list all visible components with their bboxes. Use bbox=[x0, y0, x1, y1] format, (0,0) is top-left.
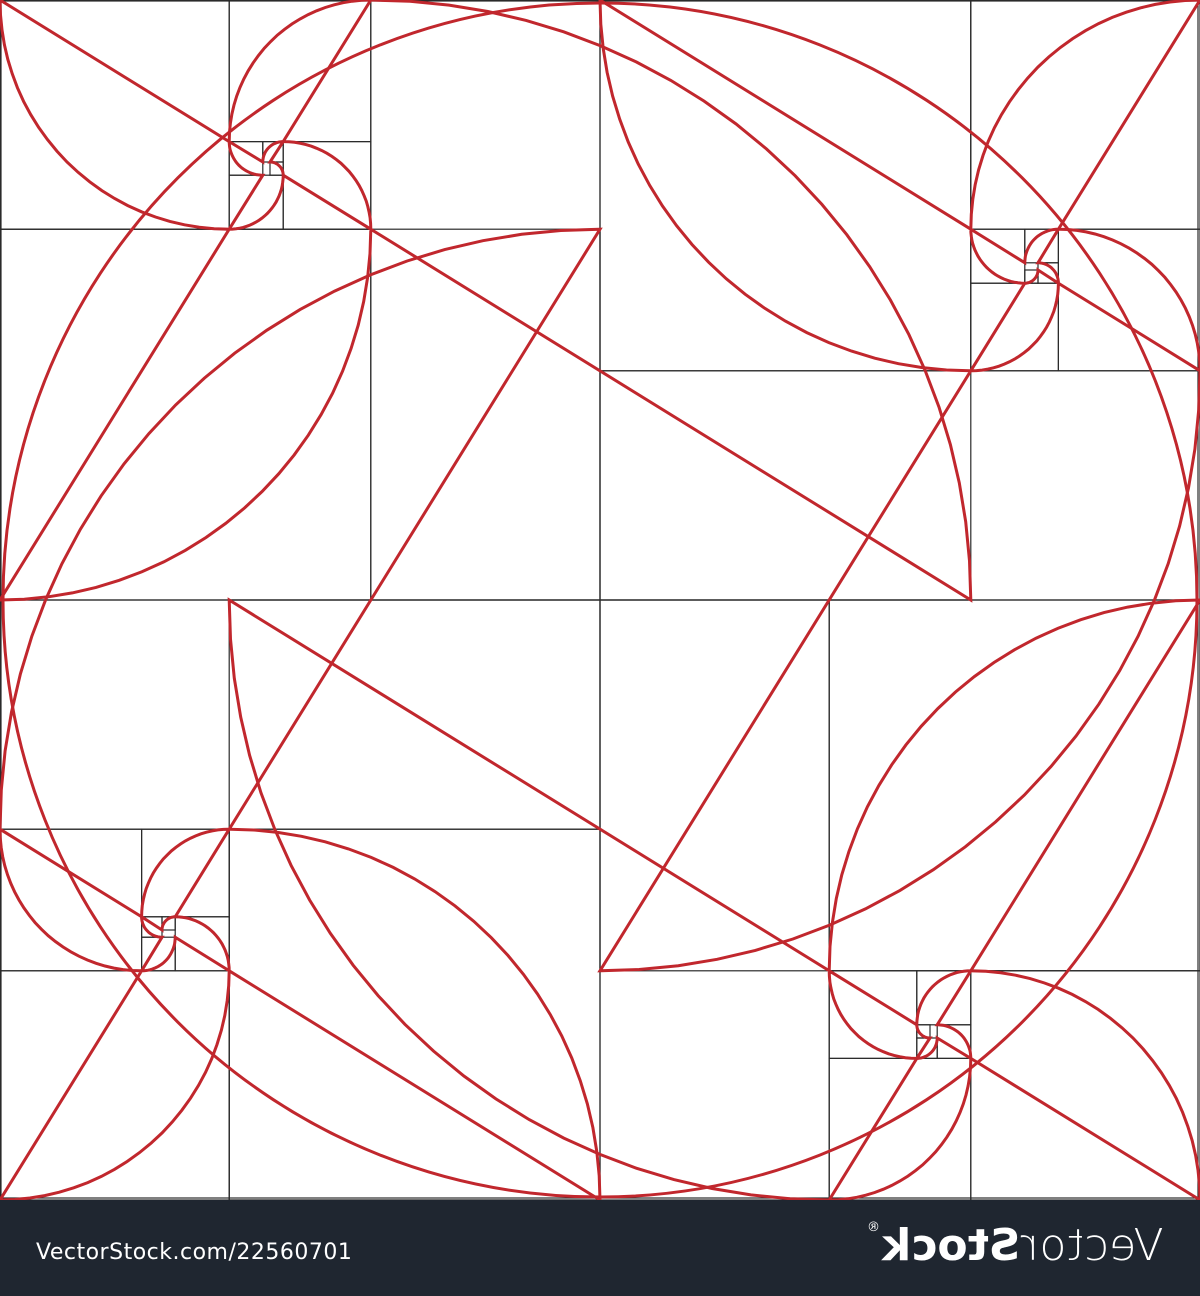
golden-spiral-4 bbox=[227, 597, 1200, 1200]
logo-text-bold: Stock bbox=[882, 1220, 1021, 1271]
golden-ratio-diagram bbox=[0, 0, 1200, 1200]
outer-circle bbox=[1, 1, 1199, 1199]
source-url: VectorStock.com/22560701 bbox=[36, 1240, 353, 1265]
golden-square bbox=[1024, 269, 1039, 284]
golden-square bbox=[228, 828, 601, 1200]
golden-square bbox=[228, 0, 372, 143]
golden-square bbox=[1057, 228, 1200, 372]
golden-square bbox=[828, 1057, 972, 1200]
golden-square bbox=[599, 0, 972, 372]
golden-square bbox=[970, 0, 1200, 230]
golden-square bbox=[0, 0, 230, 230]
golden-square bbox=[228, 599, 830, 1200]
golden-square bbox=[269, 161, 284, 176]
golden-square bbox=[828, 599, 1200, 972]
watermark-footer: VectorStock.com/22560701 VectorStock® bbox=[0, 1200, 1200, 1296]
golden-spiral-1 bbox=[0, 227, 603, 1200]
golden-square bbox=[599, 370, 1200, 972]
golden-square bbox=[0, 828, 143, 972]
spirals bbox=[0, 0, 1200, 1200]
golden-spiral-2 bbox=[0, 0, 973, 603]
golden-square bbox=[370, 0, 972, 601]
vectorstock-logo: VectorStock® bbox=[867, 1220, 1164, 1276]
golden-square bbox=[161, 916, 176, 931]
rectangle-grid bbox=[0, 0, 1200, 1200]
golden-square bbox=[0, 228, 372, 601]
golden-square bbox=[970, 970, 1200, 1200]
golden-spiral-3 bbox=[597, 0, 1200, 973]
registered-mark: ® bbox=[867, 1220, 881, 1235]
diagram-svg bbox=[0, 0, 1200, 1200]
golden-square bbox=[0, 228, 601, 830]
golden-square bbox=[916, 1024, 931, 1039]
golden-square bbox=[0, 970, 230, 1200]
logo-text-light: Vector bbox=[1020, 1220, 1164, 1271]
